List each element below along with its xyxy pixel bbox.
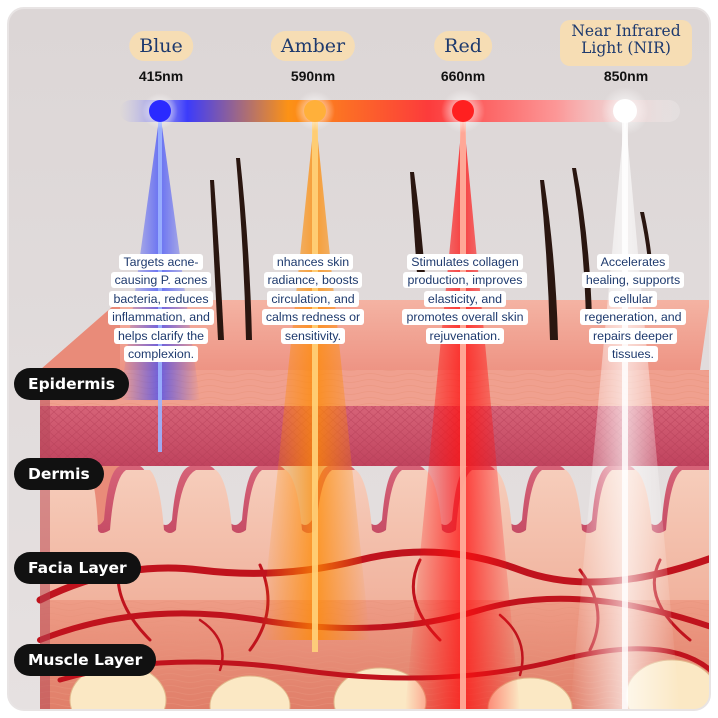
red-light-title: Red (434, 31, 492, 61)
light-bar (120, 100, 680, 122)
fascia-layer (40, 470, 710, 600)
blue-description: Targets acne-causing P. acnes bacteria, … (101, 253, 221, 363)
amber-light-title: Amber (270, 31, 356, 61)
layer-label-epidermis: Epidermis (14, 368, 129, 400)
layer-label-fascia: Facia Layer (14, 552, 141, 584)
blue-light-title: Blue (129, 31, 193, 61)
amber-wavelength: 590nm (290, 68, 336, 84)
blue-wavelength: 415nm (138, 68, 184, 84)
amber-description: nhances skin radiance, boosts circulatio… (257, 253, 369, 345)
nir-light-title: Near Infrared Light (NIR) (560, 20, 692, 66)
layer-label-dermis: Dermis (14, 458, 104, 490)
red-wavelength: 660nm (440, 68, 486, 84)
red-description: Stimulates collagen production, improves… (400, 253, 530, 345)
emitters (142, 87, 649, 135)
nir-description: Accelerates healing, supports cellular r… (577, 253, 689, 363)
nir-wavelength: 850nm (603, 68, 649, 84)
layer-label-muscle: Muscle Layer (14, 644, 157, 676)
